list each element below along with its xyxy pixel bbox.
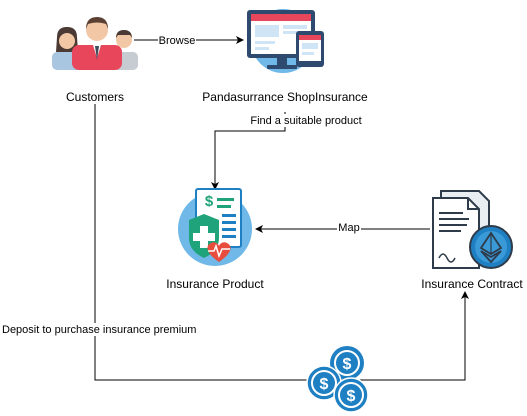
edge-deposit: Deposit to purchase insurance premium — [0, 104, 469, 381]
svg-text:$: $ — [347, 388, 356, 405]
svg-text:$: $ — [320, 376, 329, 393]
edge-label-find-product: Find a suitable product — [250, 115, 361, 127]
edge-find-product: Find a suitable product — [211, 112, 364, 190]
ethereum-contract-document-icon — [432, 190, 513, 269]
node-label-customers: Customers — [66, 90, 124, 104]
node-insurance-product: $ Insurance Product — [166, 188, 264, 291]
edge-label-map: Map — [338, 222, 359, 234]
web-shop-monitor-icon — [247, 9, 324, 73]
node-label-insurance-contract: Insurance Contract — [421, 277, 523, 291]
edge-map: Map — [255, 222, 430, 235]
coin-front: $ — [333, 377, 369, 413]
node-shop: Pandasurrance ShopInsurance — [202, 9, 368, 104]
node-customers: Customers — [52, 17, 138, 104]
edge-label-deposit: Deposit to purchase insurance premium — [2, 324, 196, 336]
edge-label-browse: Browse — [159, 35, 196, 47]
dollar-coins-icon: $ $ $ — [306, 346, 369, 413]
node-insurance-contract: Insurance Contract — [421, 190, 523, 291]
svg-text:$: $ — [205, 193, 214, 210]
insurance-product-document-icon: $ — [178, 188, 252, 266]
node-premium: $ $ $ — [306, 346, 369, 413]
node-label-insurance-product: Insurance Product — [166, 277, 264, 291]
coin-back: $ — [330, 346, 364, 380]
node-label-shop: Pandasurrance ShopInsurance — [202, 90, 368, 104]
customers-group-icon — [52, 17, 138, 70]
svg-text:$: $ — [343, 356, 352, 373]
edge-browse: Browse — [134, 33, 244, 47]
